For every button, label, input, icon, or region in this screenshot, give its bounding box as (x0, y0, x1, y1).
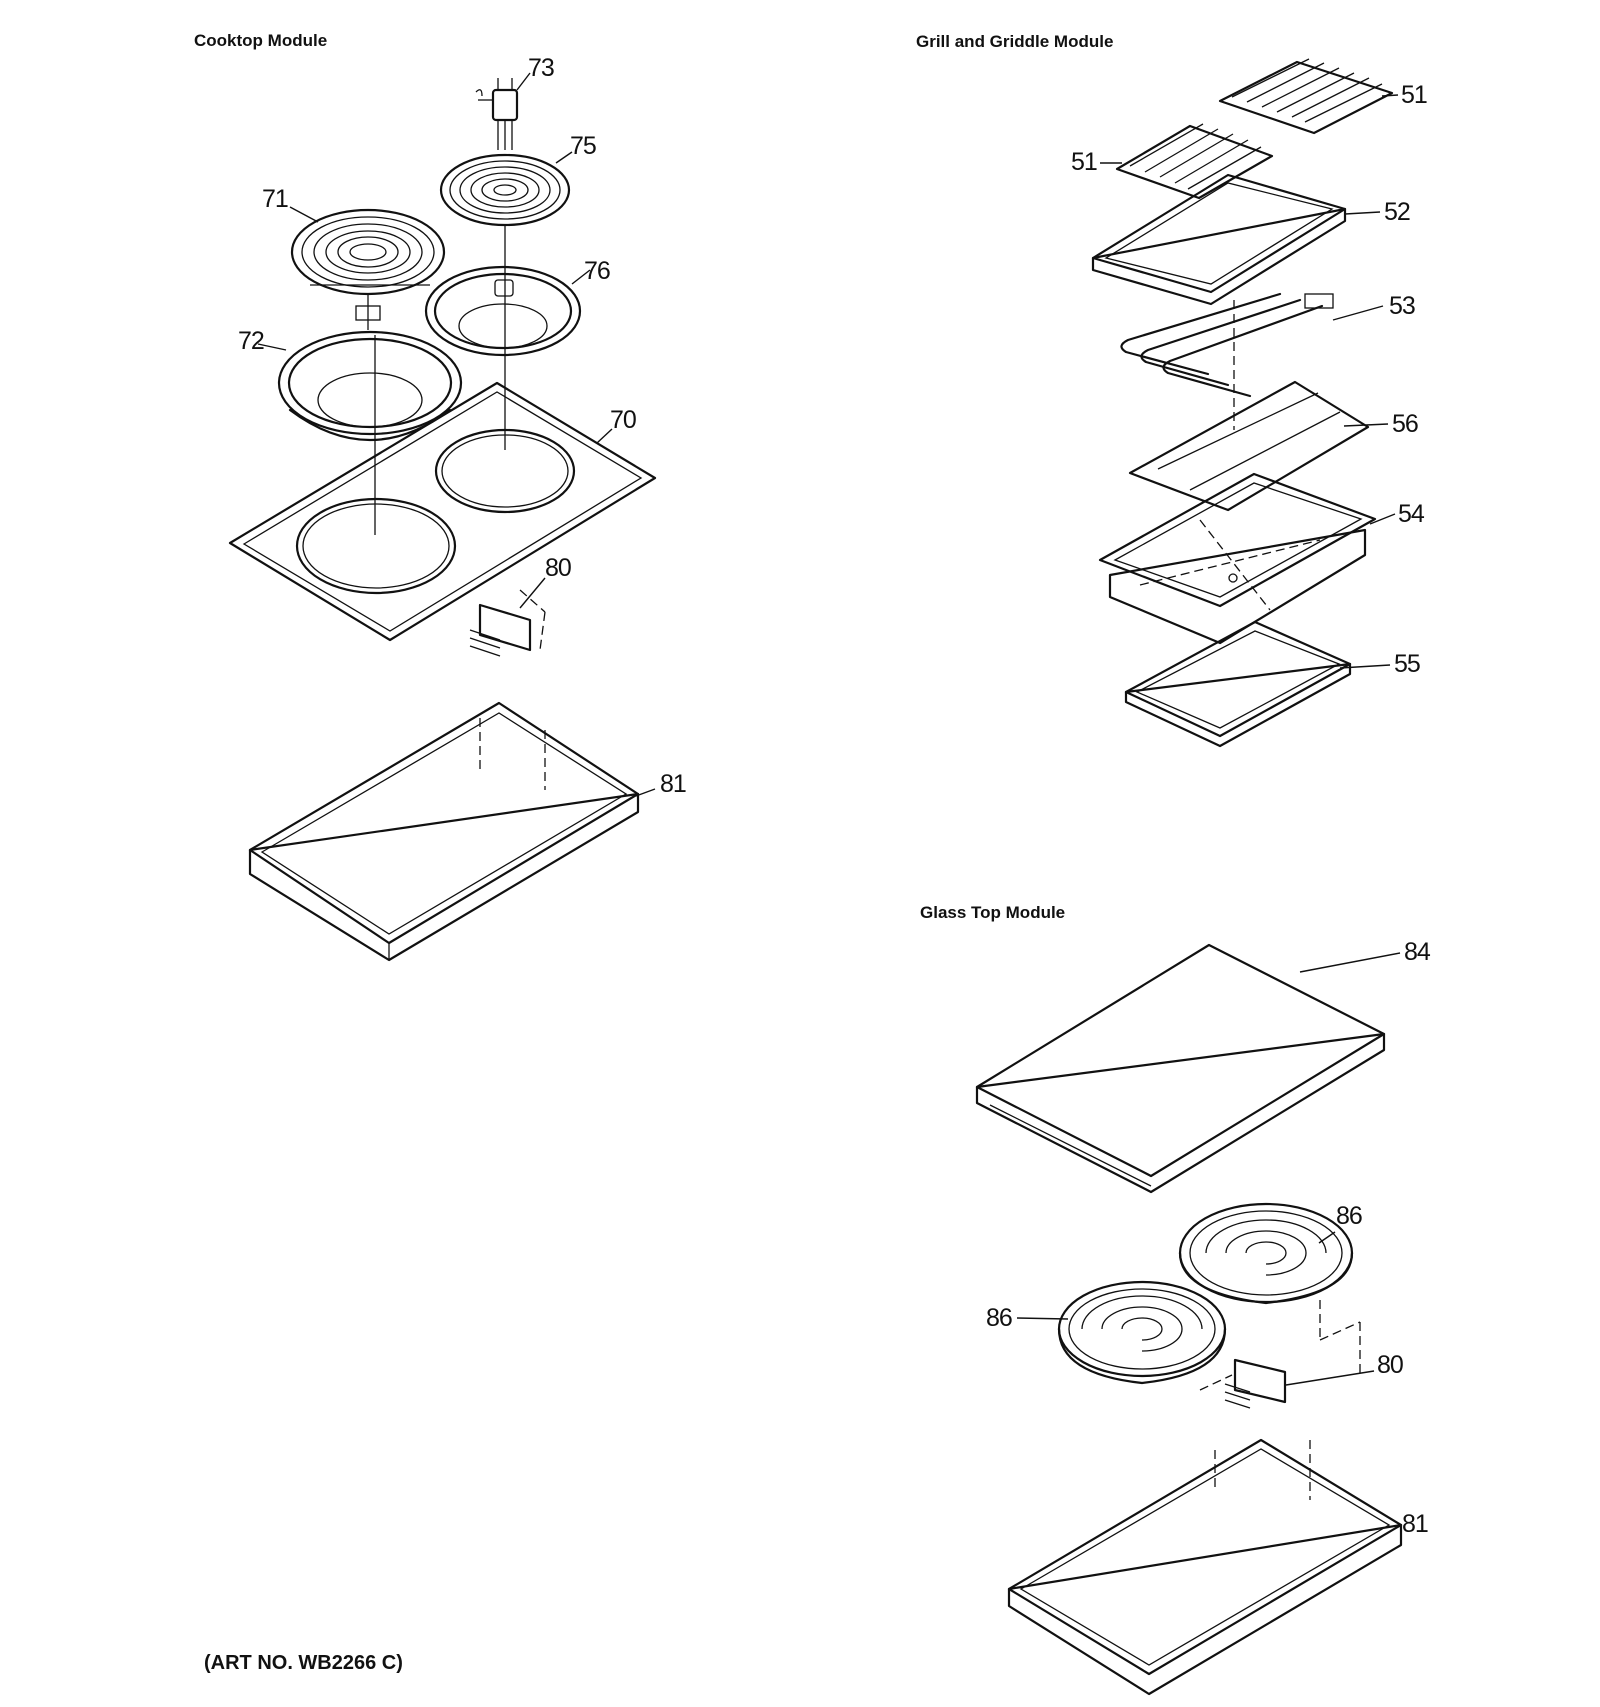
callout-54: 54 (1398, 500, 1425, 528)
callout-81-glass: 81 (1402, 1510, 1428, 1538)
terminal-block-80-glass (1199, 1358, 1287, 1409)
grill-grate-51-right (1218, 58, 1394, 135)
terminal-block-80 (469, 589, 546, 657)
callout-76: 76 (584, 257, 610, 285)
surface-element-71 (290, 208, 446, 330)
callout-86-right: 86 (1336, 1202, 1362, 1230)
terminal-block-73 (475, 78, 519, 150)
callout-81-cooktop: 81 (660, 770, 686, 798)
callout-52: 52 (1384, 198, 1410, 226)
callout-51-right: 51 (1401, 81, 1427, 109)
heating-element-53 (1120, 292, 1334, 430)
callout-55: 55 (1394, 650, 1420, 678)
callout-80-glass: 80 (1377, 1351, 1403, 1379)
cooktop-frame-70 (228, 381, 657, 642)
callout-73: 73 (528, 54, 554, 82)
cooktop-module-drawing (228, 78, 657, 962)
glass-top-84 (975, 943, 1386, 1194)
drip-pan-72 (277, 330, 463, 442)
grease-tray-55 (1124, 620, 1352, 748)
grill-griddle-module-drawing (1091, 58, 1394, 748)
heat-shield-56 (1128, 380, 1370, 512)
callout-75: 75 (570, 132, 596, 160)
grill-grate-51-left (1115, 123, 1274, 200)
glass-top-module-title: Glass Top Module (920, 903, 1066, 922)
callout-71: 71 (262, 185, 288, 213)
radiant-element-86-left (1057, 1280, 1227, 1385)
drip-pan-76 (424, 265, 582, 357)
callout-numbers: 73 75 71 76 72 70 80 81 51 51 52 53 56 5… (238, 54, 1432, 1538)
callout-56: 56 (1392, 410, 1418, 438)
glass-top-module-drawing (975, 943, 1403, 1696)
griddle-frame-52 (1091, 173, 1347, 306)
radiant-element-86-right (1178, 1202, 1361, 1375)
art-number: (ART NO. WB2266 C) (204, 1652, 403, 1674)
callout-80-cooktop: 80 (545, 554, 571, 582)
callout-53: 53 (1389, 292, 1415, 320)
grill-griddle-module-title: Grill and Griddle Module (916, 32, 1114, 51)
drip-pan-54 (1098, 472, 1377, 645)
callout-70: 70 (610, 406, 636, 434)
surface-element-75 (439, 153, 571, 227)
callout-leaders (257, 72, 1402, 1528)
mounting-box-81 (248, 701, 640, 962)
callout-72: 72 (238, 327, 264, 355)
cooktop-module-title: Cooktop Module (194, 31, 328, 50)
mounting-box-81-glass (1007, 1438, 1403, 1696)
callout-84: 84 (1404, 938, 1431, 966)
callout-51-left: 51 (1071, 148, 1097, 176)
callout-86-left: 86 (986, 1304, 1012, 1332)
